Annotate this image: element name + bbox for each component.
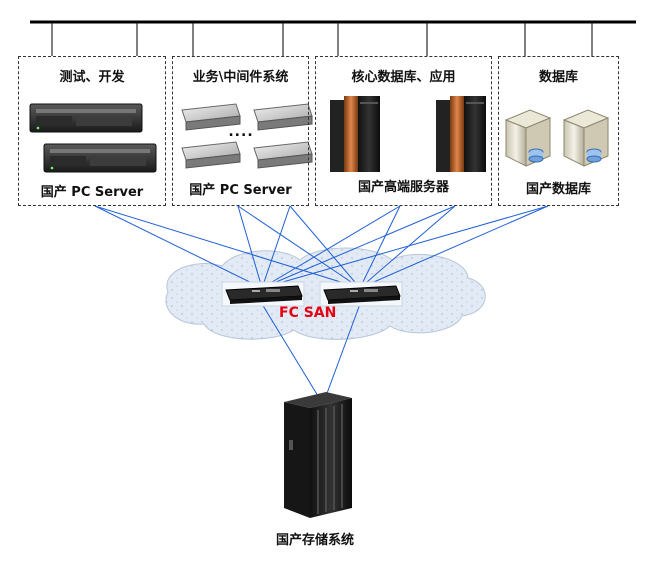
group-middleware	[172, 56, 309, 206]
tower-server-icon	[504, 109, 552, 167]
san-link-line	[94, 205, 361, 289]
san-link-line	[261, 205, 456, 289]
blade-server-icon	[253, 141, 313, 169]
san-link-line	[94, 205, 263, 289]
pc-server-icon	[29, 103, 143, 133]
group-caption-core-db: 国产高端服务器	[357, 180, 449, 195]
group-title-core-db: 核心数据库、应用	[351, 70, 456, 85]
fc-switch-icon	[319, 281, 403, 307]
database-servers	[504, 109, 610, 167]
san-link-line	[325, 303, 361, 397]
group-title-database: 数据库	[538, 70, 578, 85]
san-link-line	[359, 205, 401, 289]
middleware-ellipsis: ....	[228, 124, 254, 140]
blade-server-icon	[181, 141, 241, 169]
group-caption-database: 国产数据库	[525, 182, 591, 197]
group-core-db	[315, 56, 492, 206]
fc-switches	[221, 281, 403, 307]
blade-server-icon	[253, 103, 313, 131]
blade-server-icon	[181, 103, 241, 131]
group-database	[498, 56, 619, 206]
san-link-line	[359, 205, 456, 289]
group-caption-middleware: 国产 PC Server	[189, 183, 292, 198]
san-link-line	[359, 205, 549, 289]
bus-drops	[51, 22, 593, 56]
group-test-dev	[18, 56, 166, 206]
san-link-line	[289, 205, 361, 289]
san-link-line	[261, 205, 291, 289]
group-title-middleware: 业务\中间件系统	[192, 70, 289, 85]
san-link-line	[261, 205, 549, 289]
fc-san-label: FC SAN	[279, 305, 337, 321]
fc-switch-icon	[221, 281, 305, 307]
tower-server-icon	[562, 109, 610, 167]
san-link-line	[261, 303, 319, 397]
rack-server-icon	[436, 96, 486, 172]
san-link-line	[237, 205, 263, 289]
connection-lines	[94, 205, 549, 397]
san-link-line	[261, 205, 401, 289]
storage-caption: 国产存储系统	[275, 533, 354, 548]
middleware-servers	[181, 103, 313, 169]
group-title-test-dev: 测试、开发	[59, 70, 125, 85]
test-dev-servers	[29, 103, 157, 173]
pc-server-icon	[43, 143, 157, 173]
group-caption-test-dev: 国产 PC Server	[40, 185, 144, 200]
highend-servers	[330, 96, 486, 172]
rack-server-icon	[330, 96, 380, 172]
san-link-line	[237, 205, 361, 289]
storage-system-icon	[284, 392, 352, 518]
